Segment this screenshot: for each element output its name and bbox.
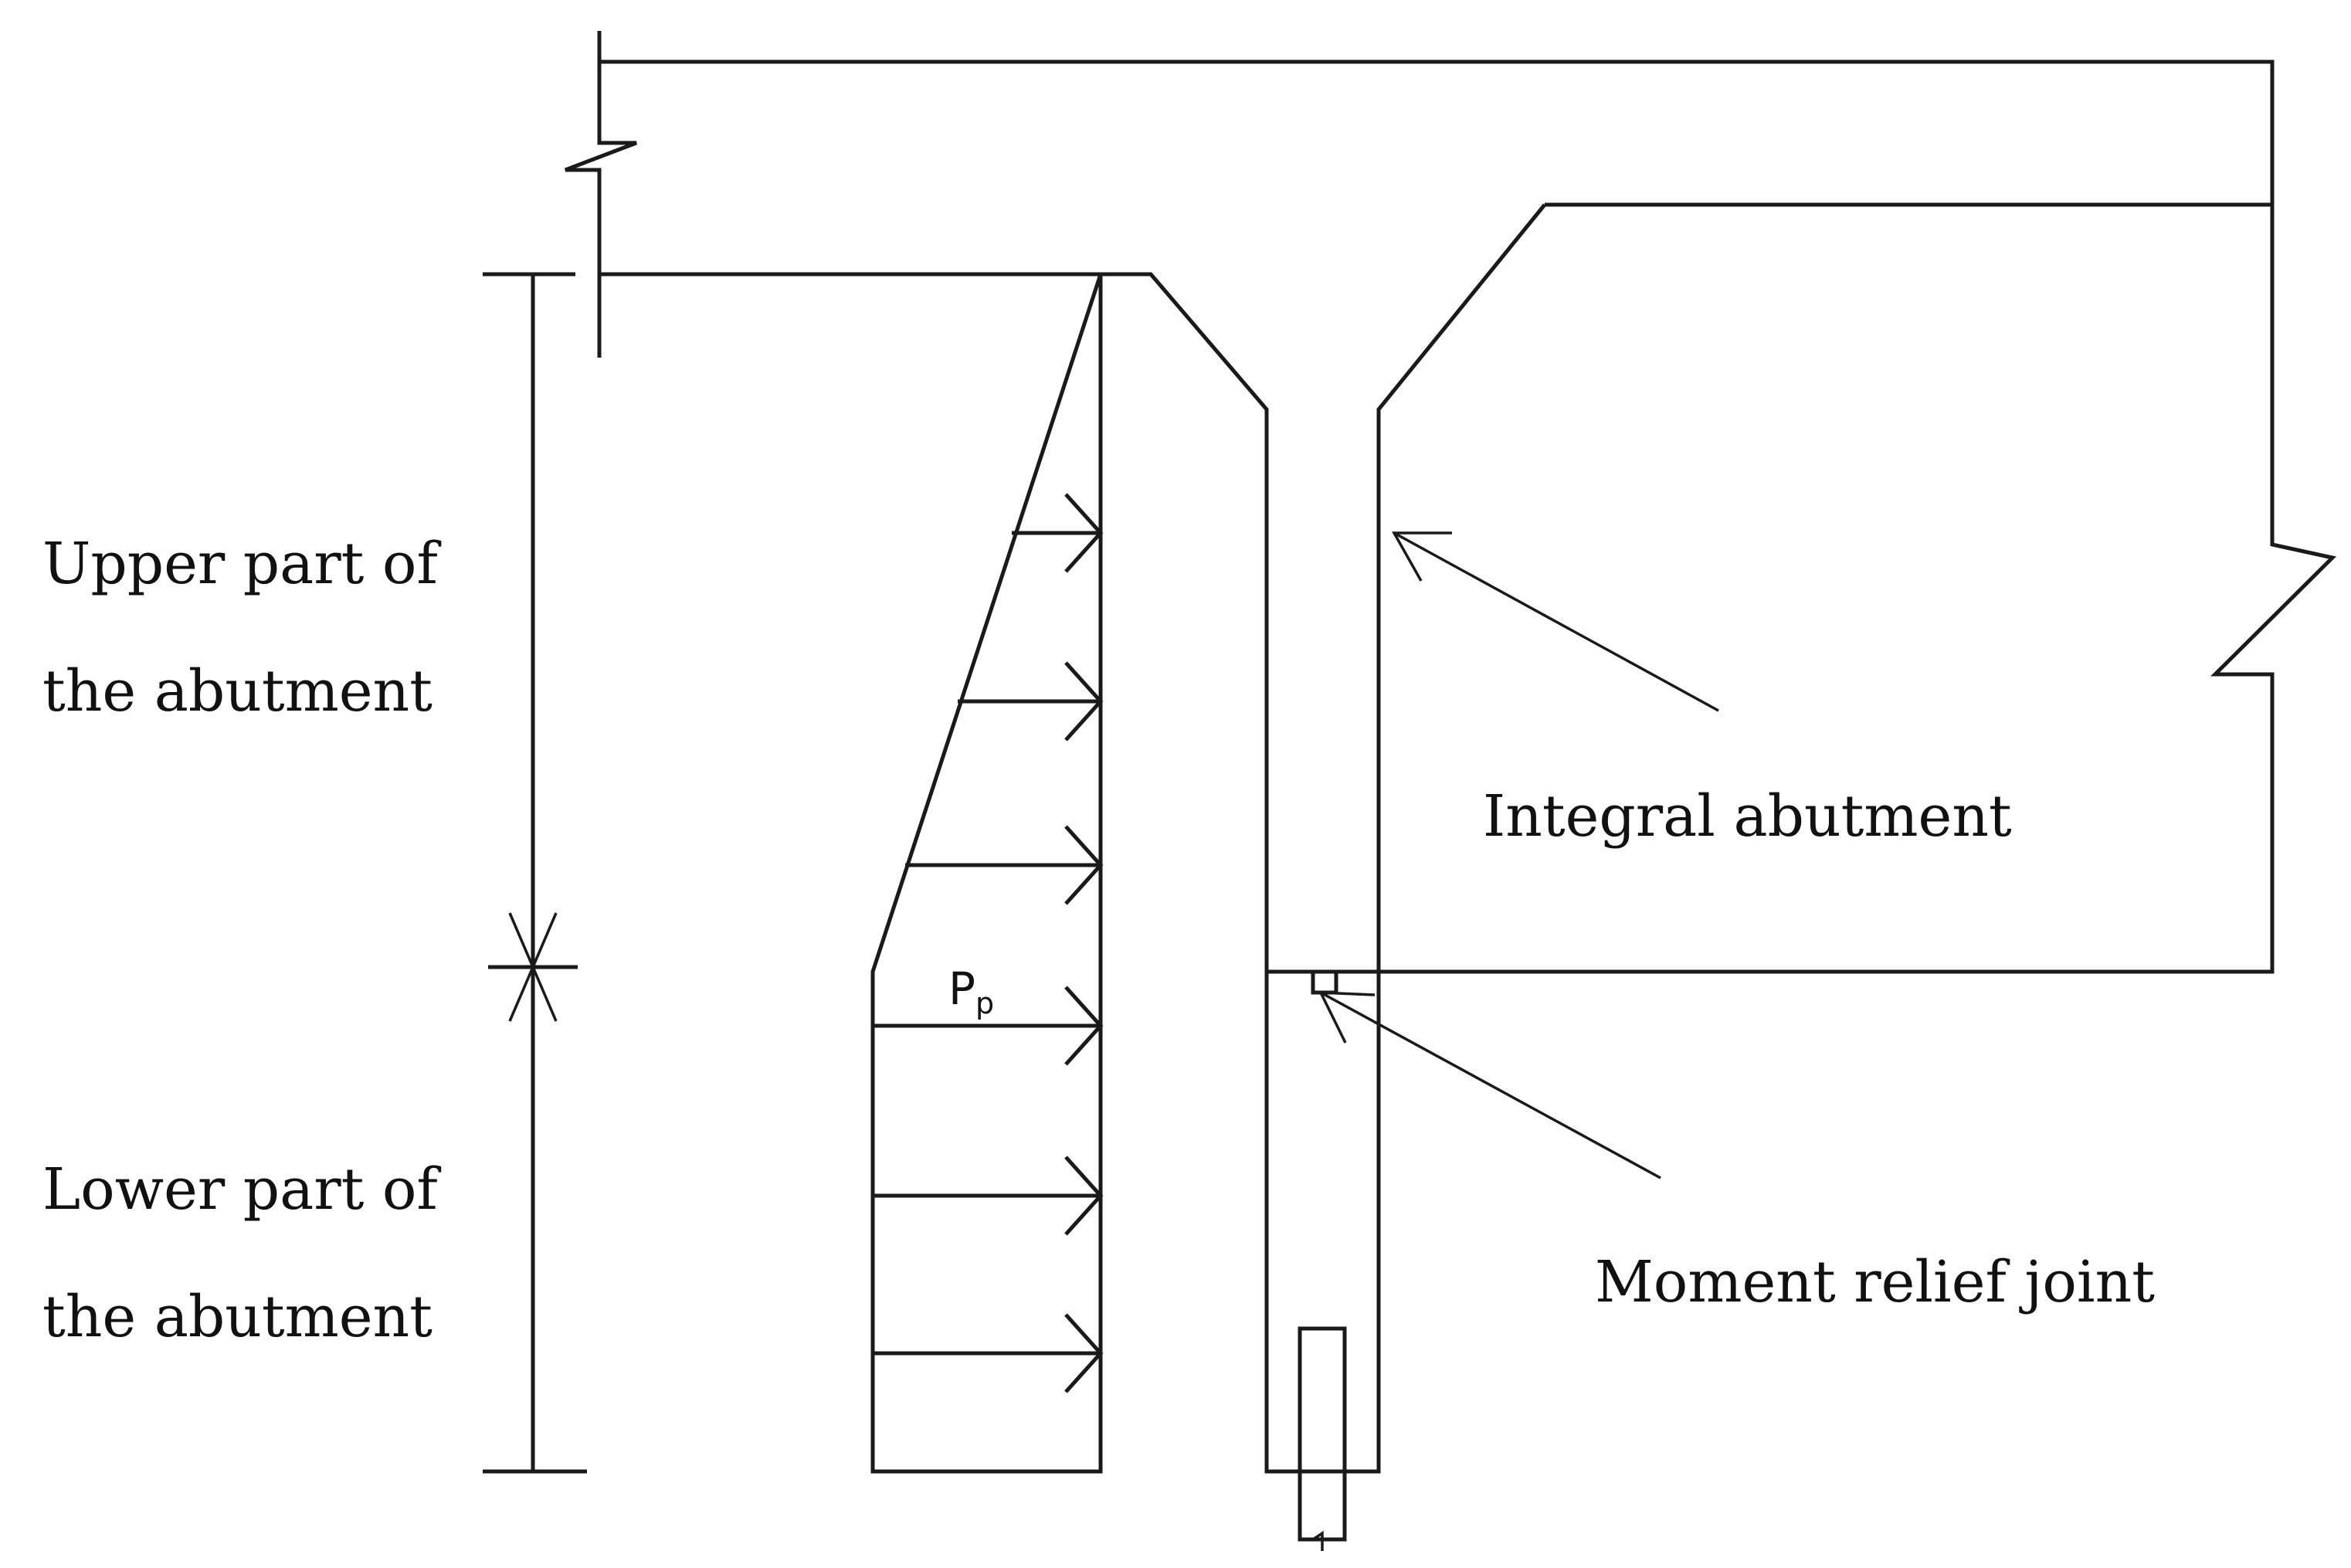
deck-slab [565, 31, 2337, 974]
moment-relief-joint [1267, 969, 1379, 995]
pressure-arrows [873, 493, 1104, 1393]
upper-part-label-line1: Upper part of [42, 531, 441, 597]
integral-abutment-leader [1392, 531, 1719, 712]
integral-abutment-label: Integral abutment [1483, 783, 2012, 850]
pile [1298, 1326, 1347, 1551]
lower-part-label-line1: Lower part of [42, 1156, 441, 1223]
moment-relief-joint-leader [1318, 991, 1661, 1179]
approach-slab [599, 203, 1546, 1474]
height-dimension-line [483, 272, 587, 1474]
lower-part-label-line2: the abutment [42, 1284, 433, 1350]
earth-pressure-diagram [870, 273, 1104, 1474]
moment-relief-joint-label: Moment relief joint [1595, 1249, 2155, 1315]
pressure-label-sub: p [975, 986, 994, 1020]
pressure-label: Pp [948, 962, 994, 1020]
pressure-label-main: P [948, 962, 975, 1015]
upper-part-label-line2: the abutment [42, 658, 433, 725]
